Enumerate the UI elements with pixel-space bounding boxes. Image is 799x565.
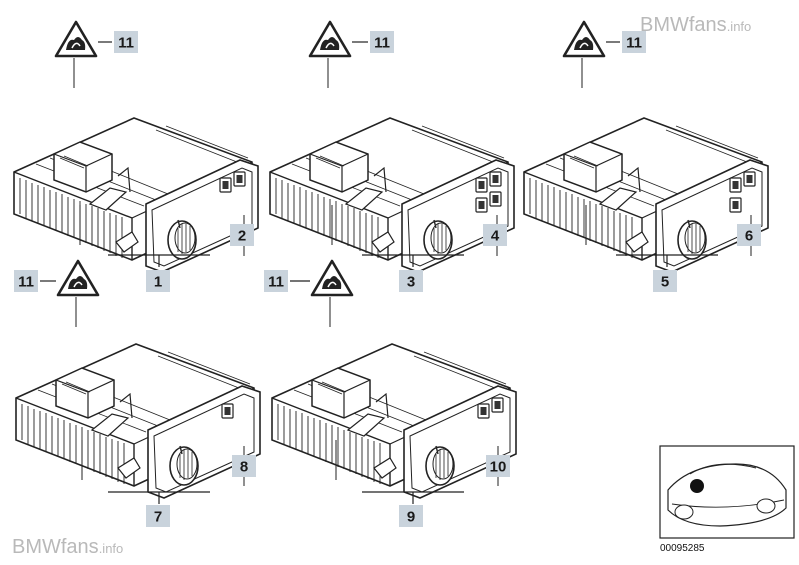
- push-switch-icon: [221, 403, 234, 419]
- module-3-part-callout: 4: [483, 224, 507, 246]
- module-9-callout-11: 11: [264, 270, 288, 292]
- push-switch-icon: [729, 197, 742, 213]
- push-switch-icon: [491, 397, 504, 413]
- module-1-part-callout-text: 2: [238, 228, 246, 245]
- svg-text:BMWfans.info: BMWfans.info: [640, 14, 751, 36]
- module-3: 11 3 4: [269, 20, 515, 292]
- push-switch-icon: [729, 177, 742, 193]
- module-1-callout-11: 11: [114, 31, 138, 53]
- warning-triangle-icon: [562, 20, 606, 58]
- module-5-part-callout: 6: [737, 224, 761, 246]
- module-5: 11 5 6: [523, 20, 769, 292]
- module-3-assembly-callout-text: 3: [407, 274, 415, 291]
- watermark-top-brand: BMWfans: [640, 14, 727, 36]
- module-7: 11 7 8: [14, 259, 261, 527]
- module-5-callout-11-text: 11: [626, 35, 642, 52]
- module-3-callout-11: 11: [370, 31, 394, 53]
- module-5-assembly-callout: 5: [653, 270, 677, 292]
- module-7-part-callout-text: 8: [240, 459, 248, 476]
- module-9: 11 9 10: [264, 259, 517, 527]
- watermark-bottom: BMWfans.info: [12, 536, 123, 558]
- module-7-switches: [221, 403, 234, 419]
- warning-triangle-icon: [308, 20, 352, 58]
- module-9-assembly-callout-text: 9: [407, 509, 415, 526]
- module-9-part-callout-text: 10: [490, 459, 507, 476]
- watermark-top: BMWfans.info: [640, 14, 751, 36]
- location-marker-icon: [690, 479, 704, 493]
- svg-text:BMWfans.info: BMWfans.info: [12, 536, 123, 558]
- module-1-assembly-callout: 1: [146, 270, 170, 292]
- diagram-id: 00095285: [660, 543, 705, 554]
- module-9-callout-11-text: 11: [268, 274, 284, 291]
- module-3-callout-11-text: 11: [374, 35, 390, 52]
- module-1-callout-11-text: 11: [118, 35, 134, 52]
- push-switch-icon: [475, 177, 488, 193]
- module-5-part-callout-text: 6: [745, 228, 753, 245]
- watermark-bottom-suffix: .info: [99, 541, 124, 556]
- push-switch-icon: [475, 197, 488, 213]
- module-9-part-callout: 10: [486, 455, 510, 477]
- module-1-assembly-callout-text: 1: [154, 274, 162, 291]
- vehicle-locator-inset: [659, 445, 795, 539]
- watermark-bottom-brand: BMWfans: [12, 536, 99, 558]
- module-7-assembly-callout-text: 7: [154, 509, 162, 526]
- module-3-unit-illustration: [269, 117, 515, 273]
- warning-triangle-icon: [310, 259, 354, 297]
- push-switch-icon: [743, 171, 756, 187]
- module-9-unit-illustration: [271, 343, 517, 499]
- module-5-unit-illustration: [523, 117, 769, 273]
- module-5-callout-11: 11: [622, 31, 646, 53]
- push-switch-icon: [489, 171, 502, 187]
- warning-triangle-icon: [56, 259, 100, 297]
- module-7-unit-illustration: [15, 343, 261, 499]
- module-7-callout-11-text: 11: [18, 274, 34, 291]
- module-5-assembly-callout-text: 5: [661, 274, 669, 291]
- module-7-callout-11: 11: [14, 270, 38, 292]
- push-switch-icon: [219, 177, 232, 193]
- watermark-top-suffix: .info: [727, 19, 752, 34]
- module-3-part-callout-text: 4: [491, 228, 500, 245]
- module-3-assembly-callout: 3: [399, 270, 423, 292]
- warning-triangle-icon: [54, 20, 98, 58]
- module-1-part-callout: 2: [230, 224, 254, 246]
- push-switch-icon: [233, 171, 246, 187]
- push-switch-icon: [489, 191, 502, 207]
- module-1-unit-illustration: [13, 117, 259, 273]
- push-switch-icon: [477, 403, 490, 419]
- module-9-assembly-callout: 9: [399, 505, 423, 527]
- module-7-part-callout: 8: [232, 455, 256, 477]
- module-7-assembly-callout: 7: [146, 505, 170, 527]
